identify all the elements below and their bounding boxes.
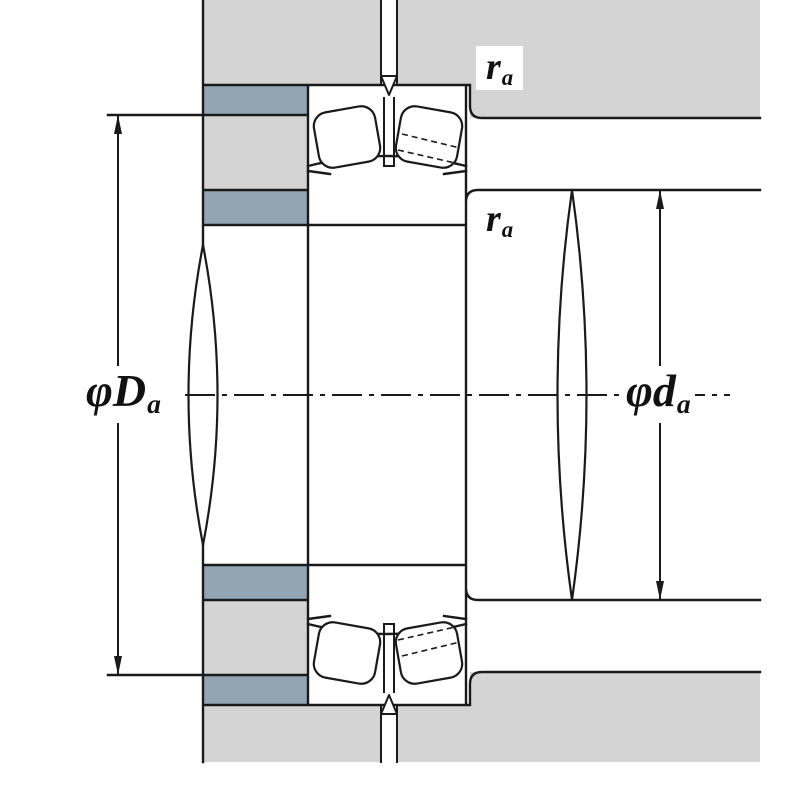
fillet-shaft-subscript: a <box>501 216 514 242</box>
guide-flange-slots <box>383 97 395 693</box>
rod-tip-top <box>380 75 398 96</box>
roller-top-left <box>312 105 382 169</box>
roller-bottom-right <box>394 621 464 685</box>
rod-lines <box>380 0 398 763</box>
fillet-radius-shaft-label: ra <box>476 198 524 242</box>
housing-sections <box>202 0 760 762</box>
abutment-strip-outer-bottom <box>203 675 308 705</box>
spherical-rollers <box>312 105 464 685</box>
arrow-down-Da <box>114 656 122 675</box>
arrow-up-Da <box>114 115 122 134</box>
housing-left-upper <box>203 115 308 190</box>
housing-bottom-center <box>397 705 470 762</box>
roller-bottom-left <box>312 621 382 685</box>
fillet-housing-subscript: a <box>501 64 514 90</box>
abutment-strip-outer-top <box>203 85 308 115</box>
roller-top-right <box>394 105 464 169</box>
arrow-up-da <box>656 190 664 209</box>
housing-diameter-symbol: φD <box>86 365 147 416</box>
housing-diameter-subscript: a <box>147 387 161 419</box>
housing-left-lower <box>203 600 308 675</box>
dimension-shaft-diameter <box>656 189 664 601</box>
abutment-strip-inner-bottom <box>203 565 308 600</box>
housing-top-center <box>397 0 470 85</box>
center-rods <box>380 0 398 763</box>
abutment-strip-inner-top <box>203 190 308 225</box>
shaft-break-lens <box>556 189 588 601</box>
housing-abutment-diameter-label: φDa <box>82 365 165 419</box>
shaft-abutment-diameter-label: φda <box>622 365 695 419</box>
fillet-housing-symbol: r <box>486 46 501 88</box>
shaft-diameter-subscript: a <box>676 387 691 419</box>
shaft-diameter-symbol: φd <box>626 365 676 416</box>
arrow-down-da <box>656 581 664 600</box>
housing-bottom-right <box>470 672 760 762</box>
abutment-contact-strips <box>203 85 308 705</box>
rod-tip-bottom <box>380 694 398 715</box>
fillet-shaft-symbol: r <box>486 198 501 240</box>
housing-top-left <box>202 0 381 85</box>
housing-bottom-left <box>202 705 381 762</box>
fillet-radius-housing-label: ra <box>476 46 524 90</box>
bearing-raceways <box>306 154 468 636</box>
dimension-housing-diameter <box>114 114 122 676</box>
